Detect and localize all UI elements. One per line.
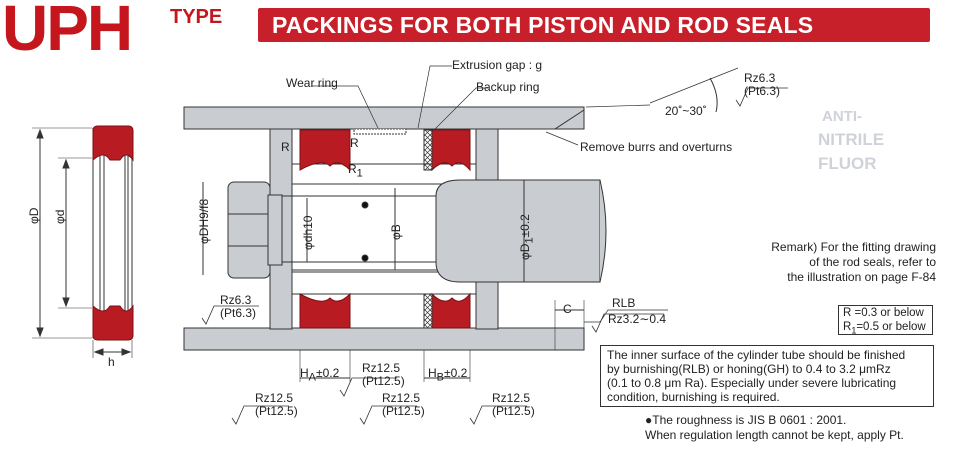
remark-text: Remark) For the fitting drawing of the r…: [700, 240, 936, 285]
dim-h: h: [108, 355, 115, 369]
finish-note-line-1: The inner surface of the cylinder tube s…: [607, 348, 906, 362]
radius-spec-R1: R: [843, 321, 852, 333]
finish-note-line-2: by burnishing(RLB) or honing(GH) to 0.4 …: [607, 362, 891, 376]
radius-spec-box: R =0.3 or below R1=0.5 or below: [838, 305, 933, 335]
roughness-mid1: Rz12.5(Pt12.5): [362, 362, 405, 388]
label-backup-ring: Backup ring: [476, 80, 540, 94]
label-R-right: R: [350, 136, 359, 150]
label-R-left: R: [281, 140, 290, 154]
roughness-top-pt: (Pt6.3): [744, 84, 781, 98]
radius-spec-R1-rest: =0.5 or below: [856, 321, 926, 333]
dim-phi-D1-base: φD: [518, 243, 532, 260]
roughness-top: Rz6.3(Pt6.3): [744, 72, 780, 98]
faded-side-text-1: ANTI-: [822, 108, 862, 125]
series-title: UPH: [2, 0, 133, 64]
dim-phi-d: φd: [53, 209, 67, 224]
piston-seals: [299, 129, 471, 329]
roughness-bot3-rz: Rz12.5: [492, 391, 531, 405]
faded-side-text-2: NITRILE: [818, 130, 885, 149]
dim-HA: HA±0.2: [300, 366, 339, 383]
finish-note-line-4: condition, burnishing is required.: [607, 390, 780, 404]
label-R1: R1: [348, 162, 363, 179]
dim-HB-tol: ±0.2: [444, 366, 468, 380]
packing-section-view: [32, 125, 134, 358]
radius-spec-line-2: R1=0.5 or below: [843, 320, 932, 337]
dim-phi-D: φD: [27, 207, 41, 224]
roughness-bot2-pt: (Pt12.5): [382, 404, 425, 418]
roughness-mid1-rz: Rz12.5: [362, 361, 401, 375]
dim-phi-B: φB: [389, 224, 403, 240]
roughness-left-rz: Rz6.3: [220, 293, 252, 307]
banner-text: PACKINGS FOR BOTH PISTON AND ROD SEALS: [272, 12, 814, 38]
footnote: ●The roughness is JIS B 0601 : 2001. Whe…: [645, 413, 904, 443]
label-R1-sub: 1: [356, 167, 363, 180]
backup-ring-bottom: [423, 293, 433, 329]
radius-spec-line-1: R =0.3 or below: [843, 307, 924, 319]
faded-side-text-3: FLUOR: [818, 154, 877, 173]
type-label: TYPE: [170, 6, 223, 28]
remark-line-1: Remark) For the fitting drawing: [771, 240, 936, 254]
dim-phi-D1-tol: ±0.2: [518, 214, 532, 238]
dim-C: C: [563, 302, 572, 316]
nut-and-rod: [227, 179, 607, 283]
dim-HB-base: H: [428, 366, 437, 380]
roughness-rlb-label: RLB: [612, 296, 636, 310]
label-wear-ring: Wear ring: [286, 76, 338, 90]
dim-phi-D1-sub: 1: [523, 237, 536, 244]
roughness-left-pt: (Pt6.3): [220, 306, 257, 320]
dim-HA-sub: A: [308, 371, 317, 384]
remark-line-3: the illustration on page F-84: [787, 270, 936, 284]
roughness-bot1-pt: (Pt12.5): [255, 404, 298, 418]
title-banner: [258, 8, 930, 42]
footnote-line-1: ●The roughness is JIS B 0601 : 2001.: [645, 413, 847, 427]
footnote-line-2: When regulation length cannot be kept, a…: [645, 428, 904, 442]
dim-HA-tol: ±0.2: [316, 366, 340, 380]
roughness-bot2: Rz12.5(Pt12.5): [382, 392, 425, 418]
roughness-mid1-pt: (Pt12.5): [362, 374, 405, 388]
roughness-top-rz: Rz6.3: [744, 71, 776, 85]
roughness-bot3-pt: (Pt12.5): [492, 404, 535, 418]
backup-ring-top: [423, 129, 433, 171]
dim-HA-base: H: [300, 366, 309, 380]
finish-note-line-3: (0.1 to 0.8 μm Ra). Especially under sev…: [607, 376, 897, 390]
dim-HB: HB±0.2: [428, 366, 467, 383]
roughness-left: Rz6.3(Pt6.3): [220, 294, 256, 320]
label-chamfer-angle: 20˚~30˚: [665, 104, 707, 118]
wear-ring: [353, 128, 407, 135]
dim-phi-dh10: φdh10: [301, 215, 315, 250]
roughness-bot3: Rz12.5(Pt12.5): [492, 392, 535, 418]
dim-phi-D1: φD1±0.2: [518, 214, 535, 260]
finish-note-box: The inner surface of the cylinder tube s…: [600, 345, 934, 407]
label-remove-burrs: Remove burrs and overturns: [580, 140, 733, 154]
cylinder-tube: [183, 106, 585, 351]
roughness-bot1: Rz12.5(Pt12.5): [255, 392, 298, 418]
roughness-bot1-rz: Rz12.5: [255, 391, 294, 405]
label-extrusion-gap: Extrusion gap : g: [452, 58, 543, 72]
remark-line-2: of the rod seals, refer to: [809, 255, 936, 269]
dim-phi-DH9: φDH9/f8: [197, 198, 211, 244]
roughness-bot2-rz: Rz12.5: [382, 391, 421, 405]
dim-HB-sub: B: [436, 371, 445, 384]
radius-spec-R1-sub: 1: [851, 325, 857, 336]
roughness-rlb-rz: Rz3.2∼0.4: [608, 312, 667, 326]
label-R1-base: R: [348, 162, 357, 176]
